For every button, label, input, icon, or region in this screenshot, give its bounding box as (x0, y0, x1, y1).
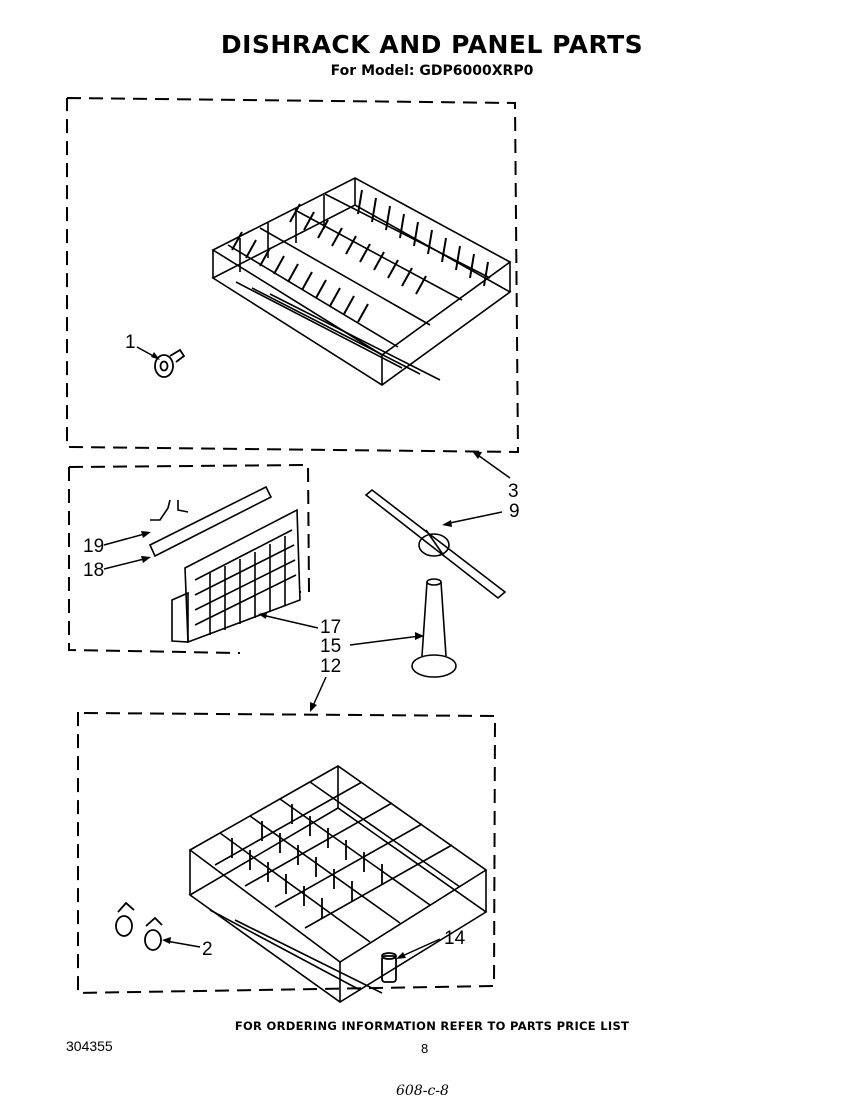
callout-12: 12 (320, 656, 342, 677)
lower-dishrack (188, 765, 488, 1003)
callout-14: 14 (444, 928, 466, 949)
callout-9: 9 (509, 501, 520, 522)
upper-rack-tines (231, 189, 489, 323)
handwritten-note: 608-c-8 (396, 1083, 449, 1099)
rack-roller-part-2 (115, 901, 163, 951)
lower-rack-tines (231, 804, 383, 918)
panel-boundary (68, 463, 311, 593)
leader-lines (103, 346, 511, 958)
lower-rack-boundary (77, 712, 497, 995)
rack-stud-part-14 (381, 952, 397, 983)
leader-arrowheads (141, 352, 482, 959)
callout-17: 17 (320, 617, 342, 638)
ordering-note: FOR ORDERING INFORMATION REFER TO PARTS … (234, 1019, 630, 1033)
callout-1: 1 (125, 332, 136, 353)
callout-19: 19 (83, 536, 105, 557)
callout-15: 15 (320, 636, 342, 657)
spray-arm-part-9 (364, 488, 507, 600)
callout-18: 18 (83, 560, 105, 581)
document-number: 304355 (66, 1038, 113, 1054)
panel-assembly (148, 485, 301, 644)
rack-roller-part-1 (154, 348, 186, 378)
spray-arm-mount-part-15 (411, 578, 457, 678)
callout-3: 3 (508, 481, 519, 502)
upper-dishrack (211, 177, 512, 386)
upper-rack-boundary (66, 97, 520, 454)
callout-2: 2 (202, 939, 213, 960)
page-title: DISHRACK AND PANEL PARTS (220, 30, 644, 59)
page-number: 8 (421, 1041, 429, 1056)
model-subtitle: For Model: GDP6000XRP0 (330, 63, 534, 79)
